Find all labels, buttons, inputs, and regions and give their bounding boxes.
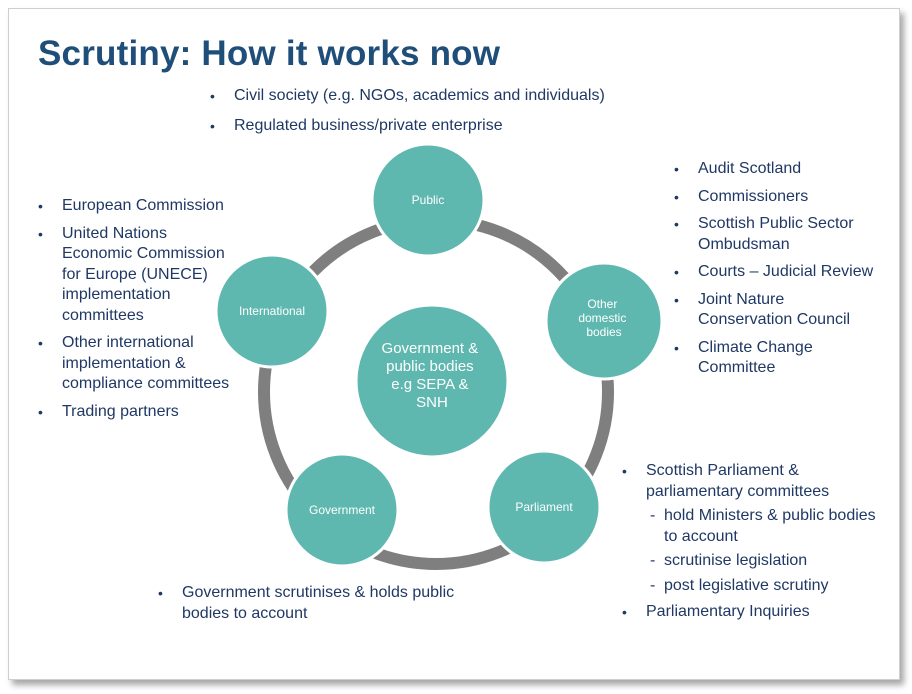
node-public-label: Public [412, 193, 445, 207]
parliament-scrutiny-list: Scottish Parliament & parliamentary comm… [620, 461, 890, 629]
list-item: European Commission [36, 196, 236, 217]
node-government-label: Government [309, 503, 376, 517]
list-item: Scottish Parliament & parliamentary comm… [620, 461, 890, 596]
center-node-label: Government & public bodies e.g SEPA & SN… [382, 340, 483, 411]
node-international-label: International [239, 304, 305, 318]
node-parliament-label: Parliament [515, 500, 573, 514]
list-item: Climate Change Committee [672, 338, 882, 379]
node-parliament: Parliament [486, 449, 602, 565]
list-item: Parliamentary Inquiries [620, 602, 890, 623]
node-other-label: Other domestic bodies [578, 297, 629, 339]
sub-list-item: hold Ministers & public bodies to accoun… [650, 506, 890, 547]
list-item: Joint Nature Conservation Council [672, 290, 882, 331]
node-government: Government [284, 452, 400, 568]
list-item: Trading partners [36, 402, 236, 423]
list-item: Civil society (e.g. NGOs, academics and … [208, 86, 605, 107]
node-public: Public [370, 142, 486, 258]
slide-title: Scrutiny: How it works now [38, 34, 501, 73]
sub-list-item: post legislative scrutiny [650, 576, 890, 597]
government-scrutiny-list: Government scrutinises & holds public bo… [156, 583, 456, 624]
list-item: Government scrutinises & holds public bo… [156, 583, 456, 624]
list-item: Courts – Judicial Review [672, 262, 882, 283]
public-stakeholders-list: Civil society (e.g. NGOs, academics and … [208, 86, 605, 145]
list-item: Commissioners [672, 187, 882, 208]
list-item: Audit Scotland [672, 159, 882, 180]
node-other-domestic-bodies: Other domestic bodies [544, 261, 664, 381]
sub-list-item: scrutinise legislation [650, 551, 890, 572]
other-domestic-bodies-list: Audit Scotland Commissioners Scottish Pu… [672, 159, 882, 386]
sub-list: hold Ministers & public bodies to accoun… [646, 506, 890, 596]
center-node: Government & public bodies e.g SEPA & SN… [354, 303, 510, 459]
list-item: Scottish Public Sector Ombudsman [672, 214, 882, 255]
list-item: Regulated business/private enterprise [208, 116, 605, 137]
list-item: Other international implementation & com… [36, 333, 236, 395]
list-item-text: Scottish Parliament & parliamentary comm… [646, 462, 830, 500]
list-item: United Nations Economic Commission for E… [36, 224, 236, 327]
international-bodies-list: European Commission United Nations Econo… [36, 196, 236, 429]
